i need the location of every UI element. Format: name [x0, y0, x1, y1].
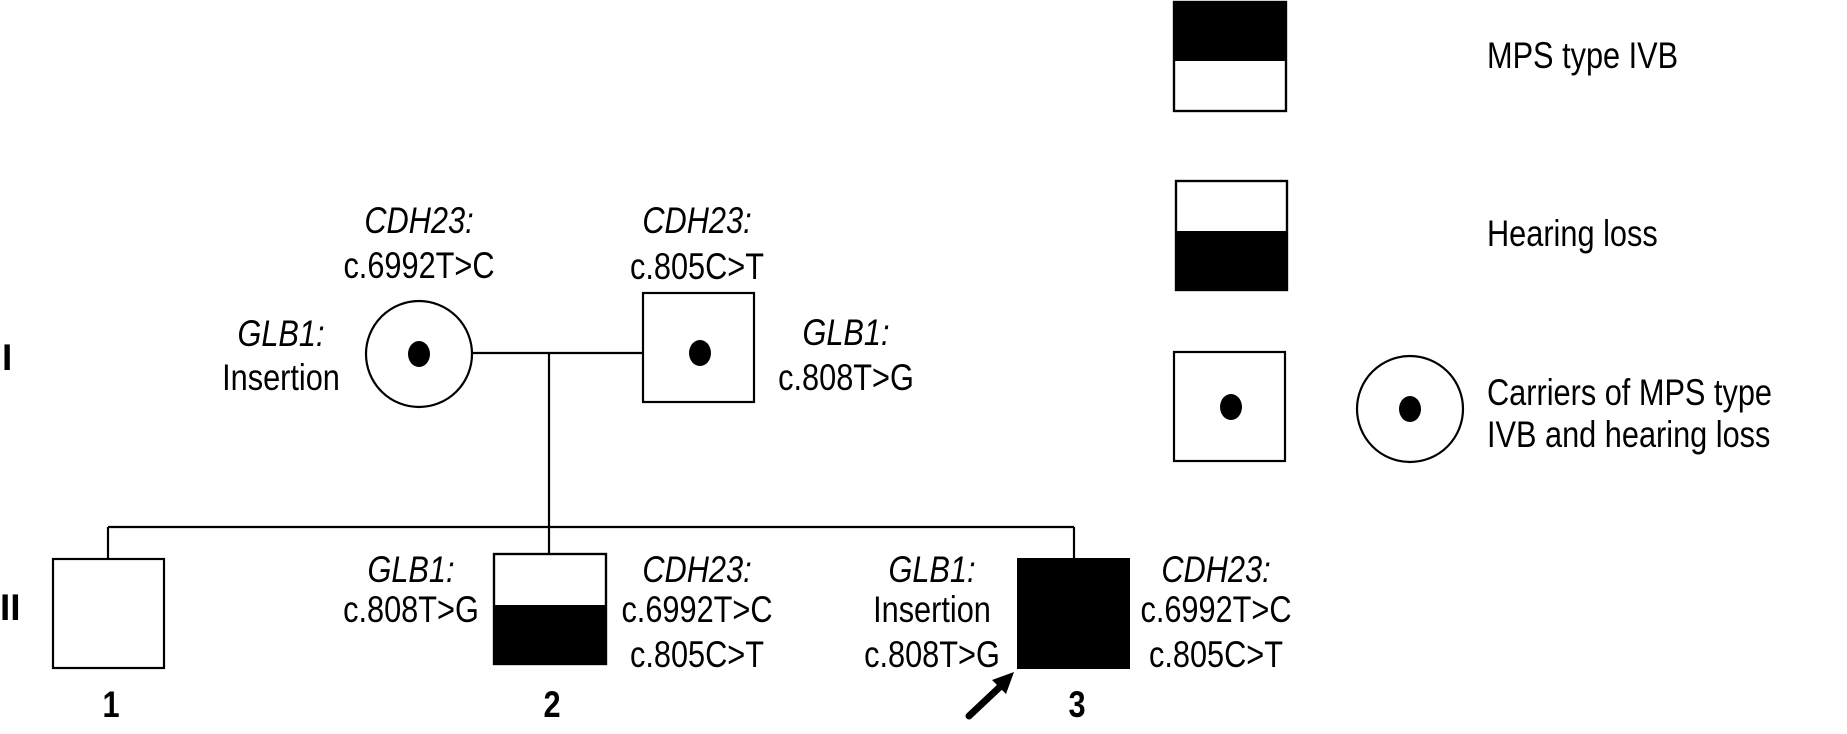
individual-I-father: CDH23: c.805C>T GLB1: c.808T>G	[630, 200, 914, 404]
child3-right-variant-2: c.805C>T	[1149, 634, 1283, 675]
child3-left-variant-2: c.808T>G	[864, 634, 1000, 675]
individual-number: 1	[102, 684, 119, 725]
symbol-outline	[492, 552, 608, 666]
father-top-variant: c.805C>T	[630, 246, 764, 287]
individual-II-1: 1	[51, 557, 166, 726]
legend-item-carriers: Carriers of MPS type IVB and hearing los…	[1172, 350, 1772, 464]
mother-top-variant: c.6992T>C	[343, 245, 494, 286]
carrier-dot-icon	[689, 340, 711, 366]
mother-side-gene: GLB1:	[237, 313, 324, 354]
child2-left-gene: GLB1:	[367, 549, 454, 590]
proband-arrow-icon	[965, 672, 1014, 720]
individual-number: 2	[543, 684, 560, 725]
child3-right-variant-1: c.6992T>C	[1140, 589, 1291, 630]
legend-hearing-outline	[1174, 179, 1289, 292]
child2-left-variant-1: c.808T>G	[343, 589, 479, 630]
child3-left-variant-1: Insertion	[873, 589, 991, 630]
carrier-dot-icon	[408, 341, 430, 367]
child2-right-gene: CDH23:	[642, 549, 751, 590]
legend-item-hearing-loss: Hearing loss	[1174, 179, 1658, 292]
male-unaffected-symbol	[51, 557, 166, 670]
mother-top-gene: CDH23:	[364, 200, 473, 241]
legend-label-mps: MPS type IVB	[1487, 35, 1678, 76]
mother-side-variant: Insertion	[222, 357, 340, 398]
legend-label-carriers-line-2: IVB and hearing loss	[1487, 414, 1770, 455]
legend-carrier-dot-icon	[1399, 396, 1421, 422]
legend-mps-outline	[1172, 0, 1288, 113]
individual-I-mother: CDH23: c.6992T>C GLB1: Insertion	[222, 200, 495, 409]
legend-carrier-dot-icon	[1220, 394, 1242, 420]
child2-right-variant-2: c.805C>T	[630, 634, 764, 675]
child3-right-gene: CDH23:	[1161, 549, 1270, 590]
hearing-loss-fill	[494, 605, 606, 664]
male-affected-symbol	[1017, 558, 1130, 669]
generation-label-II: II	[0, 587, 21, 628]
child2-right-variant-1: c.6992T>C	[621, 589, 772, 630]
father-side-gene: GLB1:	[802, 312, 889, 353]
legend-mps-fill	[1174, 2, 1286, 61]
male-carrier-symbol	[641, 291, 756, 404]
individual-II-2: GLB1: c.808T>G CDH23: c.6992T>C c.805C>T…	[343, 549, 772, 725]
legend-hearing-fill	[1176, 231, 1287, 290]
individual-II-3: GLB1: Insertion c.808T>G CDH23: c.6992T>…	[864, 549, 1291, 725]
legend-label-carriers-line-1: Carriers of MPS type	[1487, 372, 1772, 413]
legend: MPS type IVB Hearing loss Carriers of MP…	[1172, 0, 1772, 464]
generation-label-I: I	[2, 337, 12, 378]
legend-item-mps: MPS type IVB	[1172, 0, 1678, 113]
legend-label-hearing-loss: Hearing loss	[1487, 213, 1658, 254]
father-side-variant: c.808T>G	[778, 357, 914, 398]
father-top-gene: CDH23:	[642, 200, 751, 241]
child3-left-gene: GLB1:	[888, 549, 975, 590]
individual-number: 3	[1068, 684, 1085, 725]
